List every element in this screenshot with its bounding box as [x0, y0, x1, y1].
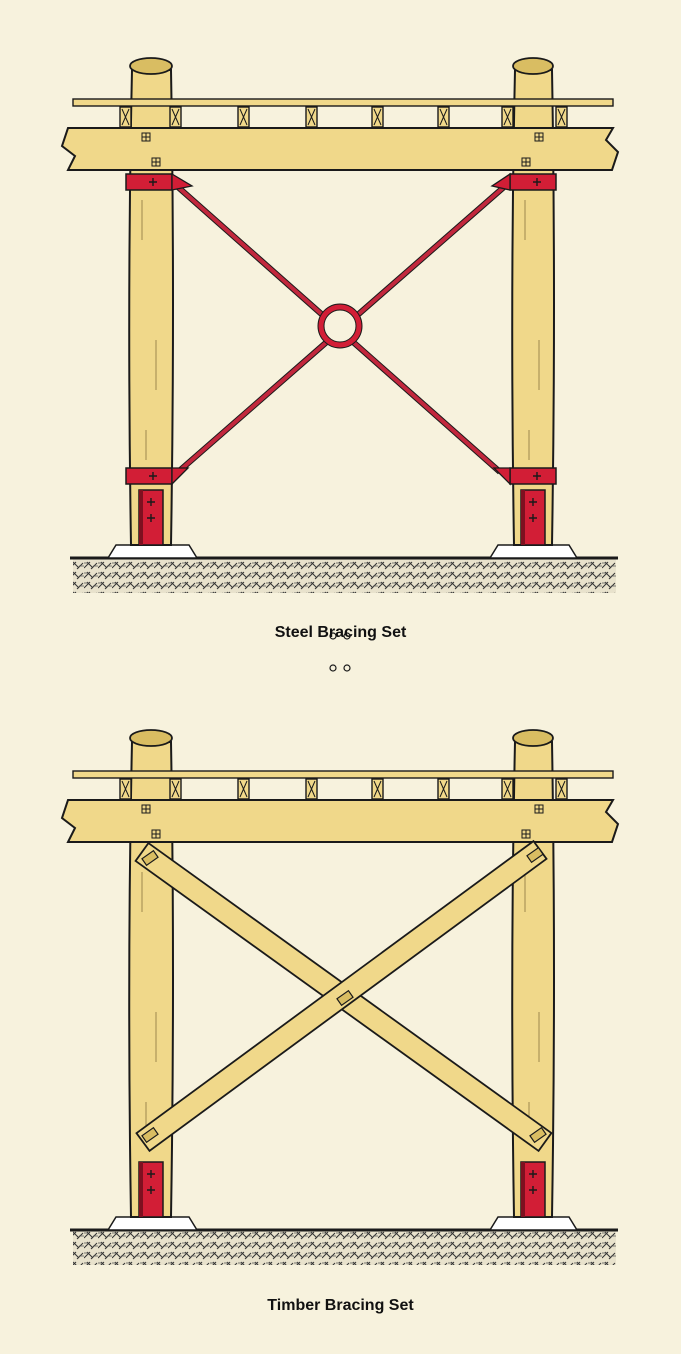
gusset: [171, 467, 190, 486]
ground-hatch-icon: [73, 558, 616, 593]
post-top: [512, 729, 554, 747]
rail-block-x: [171, 780, 180, 798]
caption-timber-bracing-set: Timber Bracing Set: [267, 1297, 414, 1314]
bolt-icon-cross: [152, 830, 160, 838]
post-shoe-edge: [521, 490, 525, 545]
bolt-icon-cross: [152, 158, 160, 166]
rail-block-x: [439, 108, 448, 126]
caption-steel-bracing-set: Steel Bracing Set: [274, 624, 407, 641]
cap-beam: [60, 799, 620, 843]
footing-left: [106, 1216, 199, 1231]
post-shoe-edge: [139, 490, 143, 545]
bolt-icon-cross: [522, 830, 530, 838]
bolt-icon: [529, 514, 537, 522]
footing-left: [106, 544, 199, 559]
rail-block-x: [121, 780, 130, 798]
post-grain: [141, 200, 157, 460]
bolt-icon-cross: [535, 805, 543, 813]
rail-block-x: [307, 780, 316, 798]
rail-block-x: [307, 108, 316, 126]
rail-block-x: [439, 780, 448, 798]
brace-bolt-slot: [336, 989, 354, 1007]
post-shoe-edge: [521, 1162, 525, 1217]
bolt-icon: [147, 1186, 155, 1194]
brace-bolt-slot: [529, 1126, 547, 1144]
rail-block-x: [373, 780, 382, 798]
post-top: [512, 57, 554, 75]
ring-pin: [329, 632, 337, 640]
footing-right: [488, 544, 579, 559]
top-rail: [72, 98, 614, 107]
brace-bolt-slot: [141, 849, 159, 867]
rail-block-x: [121, 108, 130, 126]
bolt-icon: [533, 472, 541, 480]
ring-pin: [343, 632, 351, 640]
bolt-icon: [147, 498, 155, 506]
bolt-icon: [149, 178, 157, 186]
bolt-icon: [533, 178, 541, 186]
gusset: [490, 172, 511, 191]
bolt-icon: [529, 1186, 537, 1194]
bolt-icon: [149, 472, 157, 480]
bolt-icon: [529, 1170, 537, 1178]
bolt-icon: [529, 498, 537, 506]
ring-pin: [343, 664, 351, 672]
bolt-icon: [147, 514, 155, 522]
brace-bolt-slot: [526, 846, 544, 864]
footing-right: [488, 1216, 579, 1231]
post-grain: [524, 200, 540, 460]
cap-beam: [60, 127, 620, 171]
rail-block-x: [557, 780, 566, 798]
gusset: [171, 172, 194, 191]
ring-pin: [329, 664, 337, 672]
post-top: [129, 729, 173, 747]
rail-block-x: [503, 108, 512, 126]
rail-block-x: [373, 108, 382, 126]
ground-hatch-icon: [73, 1230, 616, 1265]
rail-block-x: [239, 780, 248, 798]
post-shoe-edge: [139, 1162, 143, 1217]
gusset: [492, 467, 511, 486]
top-rail: [72, 770, 614, 779]
rod-ring-icon: [318, 304, 362, 348]
brace-bolt-slot: [141, 1126, 159, 1144]
rail-block-x: [239, 108, 248, 126]
post-top: [129, 57, 173, 75]
rail-block-x: [503, 780, 512, 798]
rail-block-x: [171, 108, 180, 126]
rail-block-x: [557, 108, 566, 126]
bolt-icon-cross: [142, 805, 150, 813]
bolt-icon-cross: [142, 133, 150, 141]
bolt-icon-cross: [535, 133, 543, 141]
bolt-icon-cross: [522, 158, 530, 166]
bolt-icon: [147, 1170, 155, 1178]
